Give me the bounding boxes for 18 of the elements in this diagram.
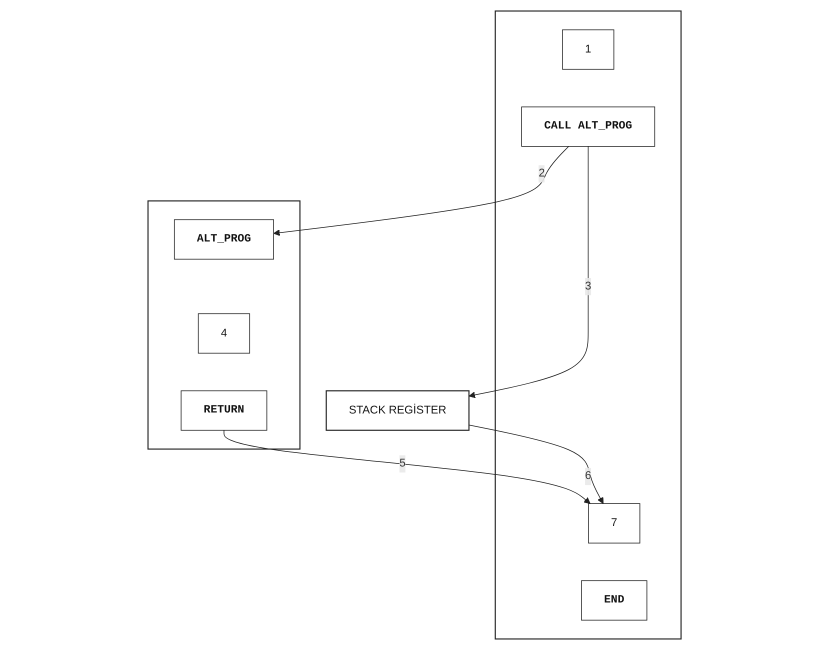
arrow [469,146,589,398]
node-box: 1 [562,29,615,70]
node-box: CALL ALT_PROG [522,106,656,147]
node-box: STACK REGİSTER [326,390,470,431]
edge-label: 2 [539,166,546,180]
edge-label: 5 [400,456,406,470]
cluster [495,10,682,640]
edge-label: 6 [585,469,592,482]
node-box: RETURN [181,390,268,431]
arrow [274,146,570,236]
node-box: 4 [198,313,250,354]
cluster [148,200,301,450]
node-box: ALT_PROG [174,219,274,260]
node-box: END [582,580,648,621]
node-box: 7 [588,503,641,544]
arrow [224,430,591,504]
edge-label: 3 [585,279,592,292]
arrow [469,424,604,504]
